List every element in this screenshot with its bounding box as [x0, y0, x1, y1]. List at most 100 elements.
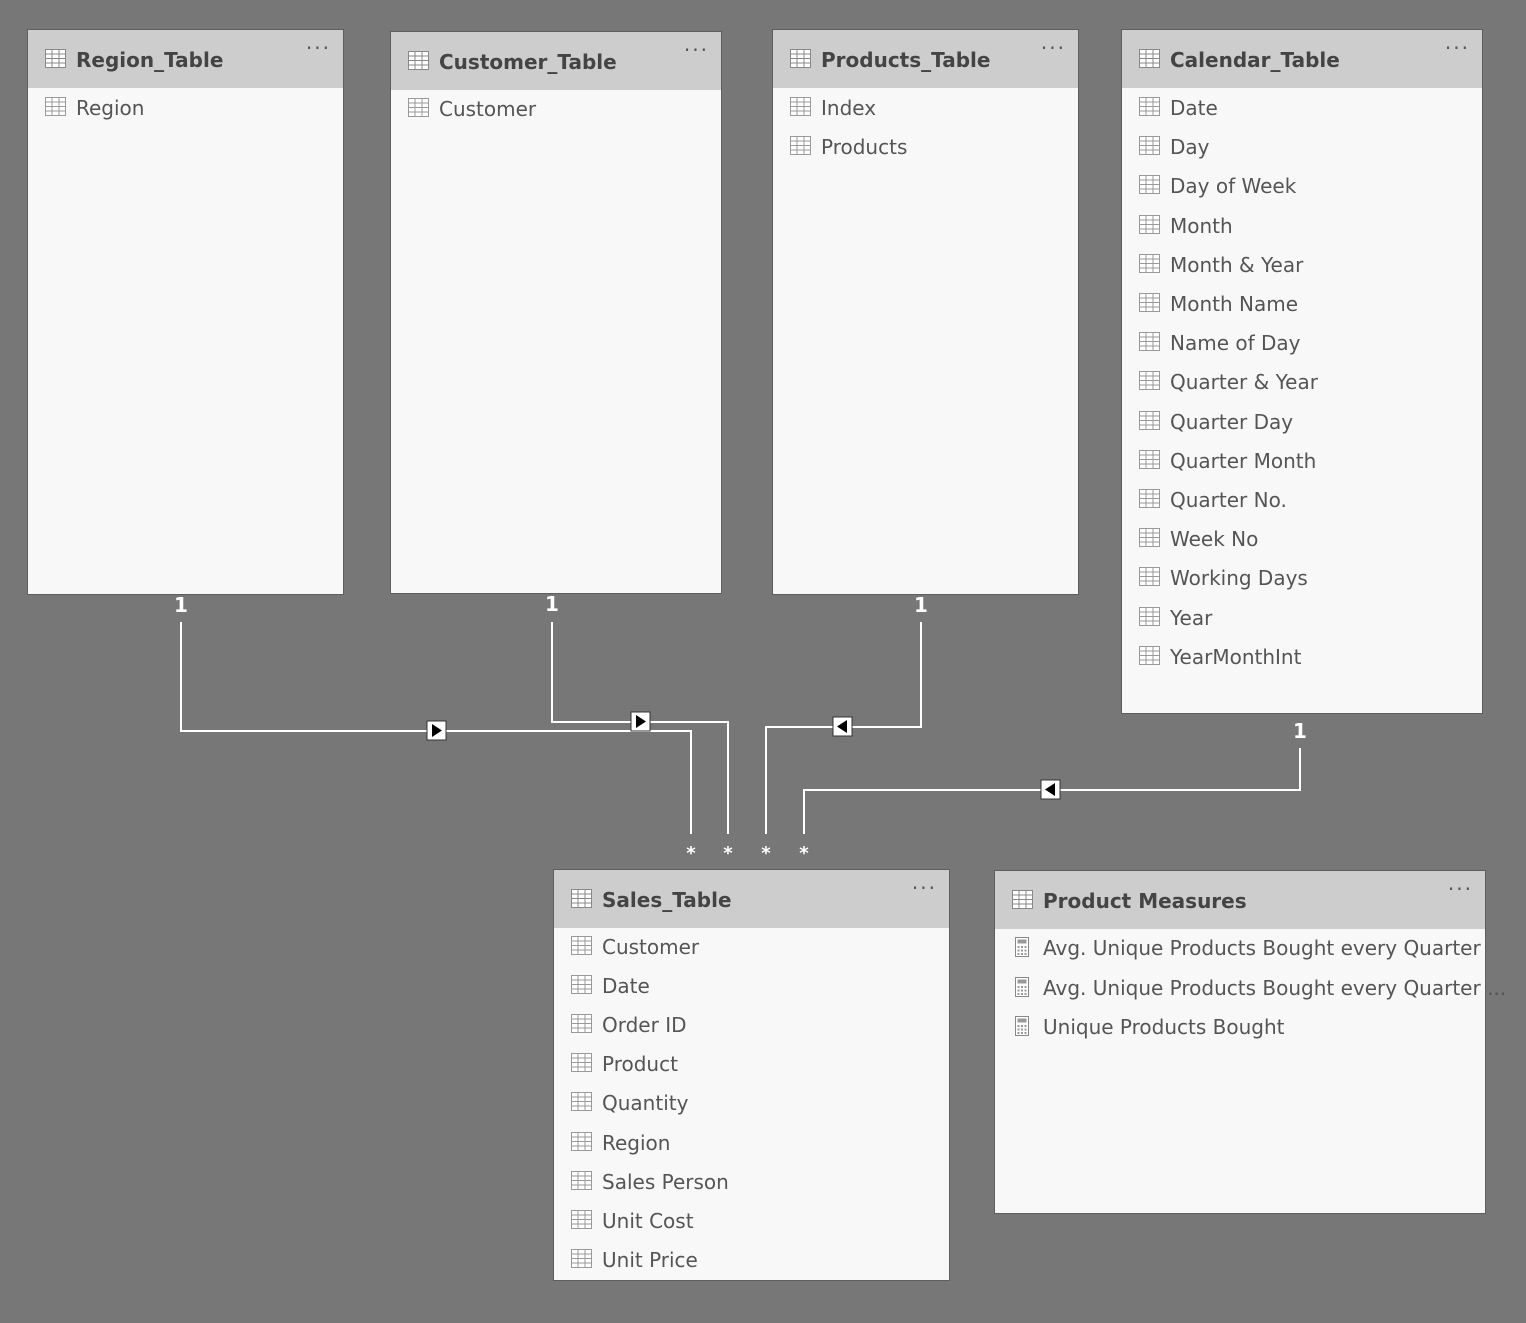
calculator-icon: [1015, 1016, 1029, 1036]
field-label: Year: [1170, 605, 1213, 630]
column-grid-icon: [1139, 371, 1160, 391]
more-options-icon[interactable]: ···: [1447, 877, 1473, 901]
column-grid-icon: [790, 97, 811, 116]
field-label: Customer: [439, 97, 537, 121]
field-label: Quarter Day: [1170, 409, 1294, 434]
cardinality-one-calendar: 1: [1293, 719, 1307, 743]
table-grid-icon: [790, 49, 811, 68]
column-grid-icon: [45, 97, 66, 116]
field-row[interactable]: Date: [554, 967, 949, 1006]
filter-direction-arrow-icon: [1040, 779, 1061, 800]
field-label: Day of Week: [1170, 174, 1297, 199]
column-grid-icon: [571, 1014, 592, 1034]
field-row[interactable]: Unit Price: [554, 1241, 949, 1280]
field-row[interactable]: Unique Products Bought: [995, 1008, 1485, 1047]
field-label: Unit Price: [602, 1247, 698, 1272]
table-header[interactable]: Calendar_Table ···: [1122, 30, 1482, 88]
table-card-product-measures[interactable]: Product Measures ··· Avg. Unique Product…: [994, 870, 1506, 1214]
field-row[interactable]: Order ID: [554, 1006, 949, 1045]
calculator-icon: [1015, 976, 1029, 997]
more-options-icon[interactable]: ···: [911, 876, 937, 900]
column-grid-icon: [1139, 567, 1160, 587]
column-grid-icon: [1139, 410, 1160, 430]
field-label: Customer: [602, 935, 700, 959]
table-header[interactable]: Product Measures ···: [995, 871, 1485, 929]
table-header[interactable]: Region_Table ···: [28, 30, 343, 88]
cardinality-one-customer: 1: [545, 592, 559, 616]
table-header[interactable]: Sales_Table ···: [554, 870, 949, 928]
field-row[interactable]: Quarter Month: [1122, 442, 1482, 481]
field-row[interactable]: Unit Cost: [554, 1202, 949, 1241]
field-row[interactable]: Month: [1122, 207, 1482, 246]
field-row[interactable]: Index: [773, 89, 1078, 128]
field-row[interactable]: Date: [1122, 89, 1482, 128]
field-row[interactable]: Customer: [554, 928, 949, 967]
field-label: Month Name: [1170, 292, 1299, 316]
field-row[interactable]: Quarter No.: [1122, 481, 1482, 520]
field-label: Products: [821, 135, 908, 159]
field-row[interactable]: Product: [554, 1045, 949, 1084]
field-row[interactable]: Week No: [1122, 520, 1482, 559]
field-row[interactable]: Working Days: [1122, 559, 1482, 598]
field-label: Quarter & Year: [1170, 370, 1318, 395]
field-row[interactable]: Quarter Day: [1122, 403, 1482, 442]
cardinality-many-customer: *: [723, 843, 733, 864]
field-label: Date: [1170, 96, 1218, 120]
table-title: Product Measures: [1043, 889, 1247, 913]
field-row[interactable]: Region: [554, 1124, 949, 1163]
column-grid-icon: [1139, 97, 1160, 116]
field-row[interactable]: Day: [1122, 128, 1482, 167]
column-grid-icon: [1139, 528, 1160, 548]
field-label: Sales Person: [602, 1169, 729, 1194]
table-title: Customer_Table: [439, 50, 617, 74]
column-grid-icon: [1139, 293, 1160, 312]
field-row[interactable]: Month & Year: [1122, 246, 1482, 285]
field-row[interactable]: Avg. Unique Products Bought every Quarte…: [995, 929, 1485, 968]
field-label: Quarter Month: [1170, 448, 1317, 473]
table-header[interactable]: Products_Table ···: [773, 30, 1078, 88]
column-grid-icon: [571, 1092, 592, 1112]
more-options-icon[interactable]: ···: [1444, 36, 1470, 60]
field-row[interactable]: YearMonthInt: [1122, 638, 1482, 677]
field-row[interactable]: Month Name: [1122, 285, 1482, 324]
field-row[interactable]: Day of Week: [1122, 167, 1482, 206]
field-label: Order ID: [602, 1013, 687, 1038]
table-title: Sales_Table: [602, 888, 732, 912]
more-options-icon[interactable]: ···: [683, 38, 709, 62]
cardinality-one-region: 1: [174, 593, 188, 617]
field-row[interactable]: Name of Day: [1122, 324, 1482, 363]
filter-direction-arrow-icon: [832, 716, 853, 737]
column-grid-icon: [408, 98, 429, 117]
cardinality-many-region: *: [686, 843, 696, 864]
field-row[interactable]: Region: [28, 89, 343, 128]
more-options-icon[interactable]: ···: [305, 36, 331, 60]
cardinality-one-products: 1: [914, 593, 928, 617]
table-grid-icon: [1139, 49, 1160, 68]
field-label: Avg. Unique Products Bought every Quarte…: [1043, 975, 1507, 1000]
field-label: Unique Products Bought: [1043, 1015, 1285, 1039]
column-grid-icon: [1139, 606, 1160, 626]
field-row[interactable]: Year: [1122, 599, 1482, 638]
column-grid-icon: [571, 1131, 592, 1151]
table-grid-icon: [408, 51, 429, 70]
table-header[interactable]: Customer_Table ···: [391, 32, 721, 90]
field-label: Month & Year: [1170, 252, 1304, 277]
table-card-products[interactable]: Products_Table ··· Index Products: [772, 29, 1079, 595]
table-title: Region_Table: [76, 48, 224, 72]
field-row[interactable]: Quantity: [554, 1084, 949, 1123]
more-options-icon[interactable]: ···: [1040, 36, 1066, 60]
field-row[interactable]: Quarter & Year: [1122, 363, 1482, 402]
field-label: Quantity: [602, 1091, 689, 1116]
field-row[interactable]: Products: [773, 128, 1078, 167]
table-card-region[interactable]: Region_Table ··· Region: [27, 29, 344, 595]
field-label: Region: [76, 96, 145, 120]
field-row[interactable]: Avg. Unique Products Bought every Quarte…: [995, 969, 1506, 1008]
column-grid-icon: [571, 1209, 592, 1229]
column-grid-icon: [571, 936, 592, 955]
table-grid-icon: [571, 889, 592, 908]
field-row[interactable]: Customer: [391, 90, 721, 129]
field-row[interactable]: Sales Person: [554, 1163, 949, 1202]
table-card-customer[interactable]: Customer_Table ··· Customer: [390, 31, 722, 594]
